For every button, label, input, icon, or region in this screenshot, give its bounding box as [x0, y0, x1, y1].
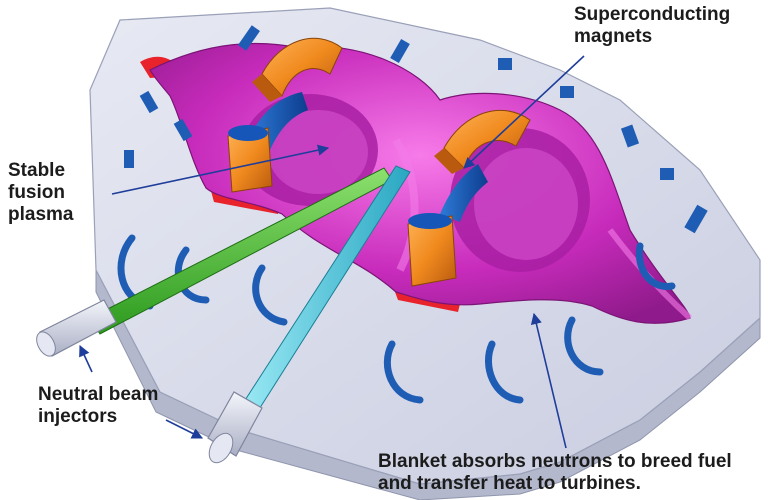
label-line: Blanket absorbs neutrons to breed fuel: [378, 451, 732, 472]
magnet-coil: [443, 109, 531, 169]
magnets-arrow: [463, 55, 585, 169]
blanket-ports: [124, 25, 708, 234]
label-line: Stable: [8, 160, 66, 181]
label-line: magnets: [574, 26, 653, 47]
magnet-coil: [434, 148, 464, 174]
magnet-connector: [440, 164, 488, 222]
label-line: Neutral beam: [38, 384, 159, 405]
blanket-arrow: [530, 312, 567, 449]
blanket-label: Blanket absorbs neutrons to breed fuel a…: [378, 451, 732, 495]
plasma-highlight: [392, 137, 419, 272]
magnet-coil: [261, 37, 343, 97]
injectors-arrow-1: [79, 344, 93, 373]
plasma-hole: [474, 148, 578, 260]
neutral-beam-injectors-label: Neutral beam injectors: [38, 384, 158, 428]
label-line: Superconducting: [574, 4, 731, 25]
label-line: injectors: [38, 406, 118, 427]
magnet-coil: [228, 125, 268, 141]
label-line: fusion: [8, 182, 65, 203]
callout-arrows: [79, 55, 585, 449]
cyan-beam-barrel: [208, 432, 234, 464]
stable-fusion-plasma-label: Stable fusion plasma: [8, 160, 73, 226]
label-line: plasma: [8, 204, 74, 225]
injectors-arrow-2: [165, 419, 204, 439]
label-line: and transfer heat to turbines.: [378, 473, 641, 494]
plasma-arrow: [111, 144, 330, 195]
green-beam-barrel: [36, 331, 56, 357]
magnet-coil: [408, 213, 452, 229]
superconducting-magnets-label: Superconducting magnets: [574, 4, 730, 48]
magnet-coil: [252, 74, 282, 102]
